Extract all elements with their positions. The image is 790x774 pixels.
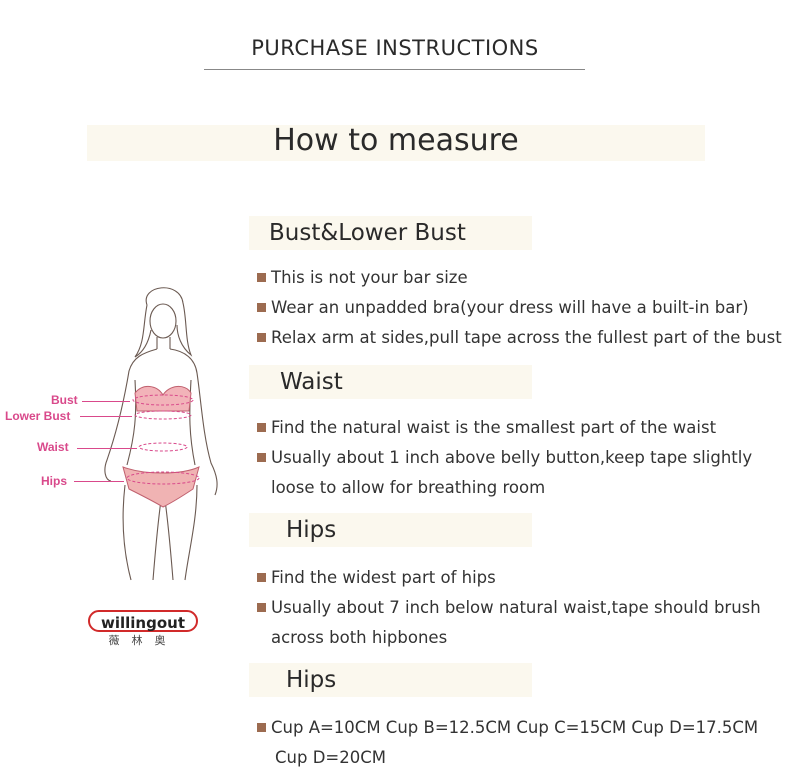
bullet-item: Find the widest part of hips bbox=[257, 563, 496, 593]
bullet-item: Usually about 1 inch above belly button,… bbox=[257, 443, 752, 473]
figure-label-lower-bust: Lower Bust bbox=[5, 409, 71, 423]
figure-label-bust: Bust bbox=[51, 393, 78, 407]
section-title-cups: Hips bbox=[286, 667, 337, 693]
bullet-continuation: across both hipbones bbox=[271, 628, 448, 647]
bullet-item: Cup A=10CM Cup B=12.5CM Cup C=15CM Cup D… bbox=[257, 713, 758, 743]
title-divider bbox=[204, 69, 585, 70]
measure-banner bbox=[87, 125, 705, 161]
bullet-continuation: Cup D=20CM bbox=[275, 748, 386, 767]
bullet-square-icon bbox=[257, 723, 266, 732]
section-banner-hips bbox=[249, 513, 532, 547]
figure-label-waist: Waist bbox=[37, 440, 69, 454]
bullet-continuation: loose to allow for breathing room bbox=[271, 478, 546, 497]
bullet-item: Relax arm at sides,pull tape across the … bbox=[257, 323, 782, 353]
section-banner-cups bbox=[249, 663, 532, 697]
brand-logo: willingout bbox=[88, 610, 198, 632]
section-banner-bust bbox=[249, 216, 532, 250]
section-title-waist: Waist bbox=[280, 369, 343, 395]
bullet-item: This is not your bar size bbox=[257, 263, 468, 293]
bullet-square-icon bbox=[257, 303, 266, 312]
bullet-square-icon bbox=[257, 273, 266, 282]
body-figure-illustration bbox=[104, 287, 218, 581]
brand-logo-chinese: 薇林奥 bbox=[108, 634, 178, 647]
bullet-square-icon bbox=[257, 603, 266, 612]
figure-pointer-line bbox=[80, 416, 132, 417]
bullet-square-icon bbox=[257, 333, 266, 342]
bullet-square-icon bbox=[257, 453, 266, 462]
section-title-bust: Bust&Lower Bust bbox=[269, 220, 466, 246]
figure-pointer-line bbox=[77, 448, 137, 449]
bullet-square-icon bbox=[257, 423, 266, 432]
how-to-measure-heading: How to measure bbox=[273, 123, 519, 158]
section-title-hips: Hips bbox=[286, 517, 337, 543]
figure-pointer-line bbox=[74, 481, 124, 482]
section-banner-waist bbox=[249, 365, 532, 399]
bullet-item: Find the natural waist is the smallest p… bbox=[257, 413, 716, 443]
page-title: PURCHASE INSTRUCTIONS bbox=[251, 36, 539, 60]
bullet-item: Wear an unpadded bra(your dress will hav… bbox=[257, 293, 749, 323]
figure-label-hips: Hips bbox=[41, 474, 68, 488]
bullet-item: Usually about 7 inch below natural waist… bbox=[257, 593, 761, 623]
figure-pointer-line bbox=[82, 401, 130, 402]
bullet-square-icon bbox=[257, 573, 266, 582]
